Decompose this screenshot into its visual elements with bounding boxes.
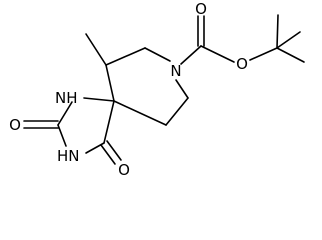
bond-ch2-ch2-bottom bbox=[165, 97, 189, 126]
bond-c2-hn bbox=[57, 124, 67, 147]
bond-oester-ctbu bbox=[249, 47, 278, 61]
bond-c4-o-b bbox=[106, 140, 122, 161]
atom-labels: O N O NH O HN O bbox=[9, 0, 248, 179]
bond-tbu-me1 bbox=[276, 14, 279, 49]
bond-ch2-spiro bbox=[113, 100, 167, 126]
bond-ch2-n bbox=[144, 47, 171, 62]
atom-nh-top: NH bbox=[55, 89, 78, 107]
bond-spiro-cq bbox=[105, 64, 115, 102]
bond-c4-spiro bbox=[103, 100, 115, 144]
chemical-structure: O N O NH O HN O bbox=[9, 0, 305, 179]
atom-o-carbamate: O bbox=[195, 0, 207, 18]
bond-tbu-me2 bbox=[276, 31, 301, 49]
bond-n-cboc bbox=[180, 45, 202, 65]
atom-o-c4: O bbox=[118, 161, 130, 179]
bond-methyl bbox=[85, 33, 107, 66]
atom-o-c2: O bbox=[9, 116, 21, 134]
atom-hn-bottom: HN bbox=[57, 147, 80, 165]
atom-n-ring: N bbox=[170, 62, 181, 80]
bond-cq-ch2-top bbox=[105, 47, 146, 66]
atom-o-ester: O bbox=[236, 55, 248, 73]
bond-c4-o-a bbox=[100, 144, 116, 165]
bonds bbox=[23, 14, 305, 165]
bond-nh-c2 bbox=[57, 101, 73, 126]
bond-spiro-nh bbox=[83, 97, 115, 102]
bond-n-ch2 bbox=[175, 79, 189, 99]
bond-cboc-oester bbox=[200, 45, 235, 63]
bond-tbu-me3 bbox=[276, 47, 305, 63]
